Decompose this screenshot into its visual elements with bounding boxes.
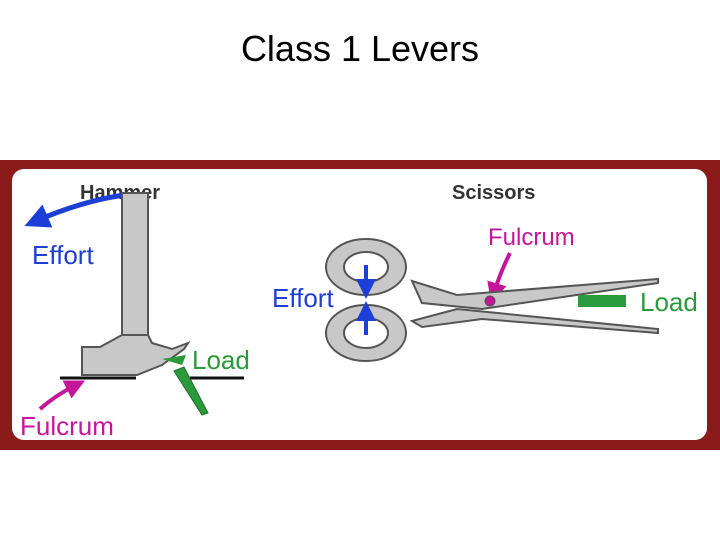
hammer-nail-load bbox=[173, 366, 209, 416]
scissors-pivot bbox=[484, 295, 496, 307]
scissors-load bbox=[578, 295, 626, 307]
diagram-panel: Hammer Effort Load Fulcrum bbox=[0, 160, 720, 450]
scissors-fulcrum-arrow bbox=[487, 252, 512, 303]
scissors-effort-label: Effort bbox=[272, 283, 334, 313]
hammer-fulcrum-arrow bbox=[38, 380, 85, 411]
lever-diagram: Hammer Effort Load Fulcrum bbox=[20, 182, 698, 440]
hammer-load-label: Load bbox=[192, 345, 250, 375]
diagram-canvas: Hammer Effort Load Fulcrum bbox=[12, 169, 707, 440]
hammer-nail-head bbox=[162, 355, 186, 365]
hammer-effort-label: Effort bbox=[32, 240, 94, 270]
scissors-lower-blade bbox=[409, 307, 659, 335]
scissors-load-label: Load bbox=[640, 287, 698, 317]
hammer-fulcrum-label: Fulcrum bbox=[20, 411, 114, 440]
hammer-effort-arrow bbox=[24, 192, 125, 228]
hammer-group: Hammer Effort Load Fulcrum bbox=[20, 182, 250, 440]
scissors-heading: Scissors bbox=[452, 182, 535, 204]
scissors-upper-blade bbox=[410, 277, 659, 311]
scissors-group: Scissors Fulcrum Effort Lo bbox=[272, 182, 698, 362]
scissors-fulcrum-label: Fulcrum bbox=[488, 224, 575, 251]
slide-title: Class 1 Levers bbox=[240, 28, 480, 69]
hammer-handle bbox=[121, 192, 149, 352]
hammer-head bbox=[81, 334, 191, 376]
